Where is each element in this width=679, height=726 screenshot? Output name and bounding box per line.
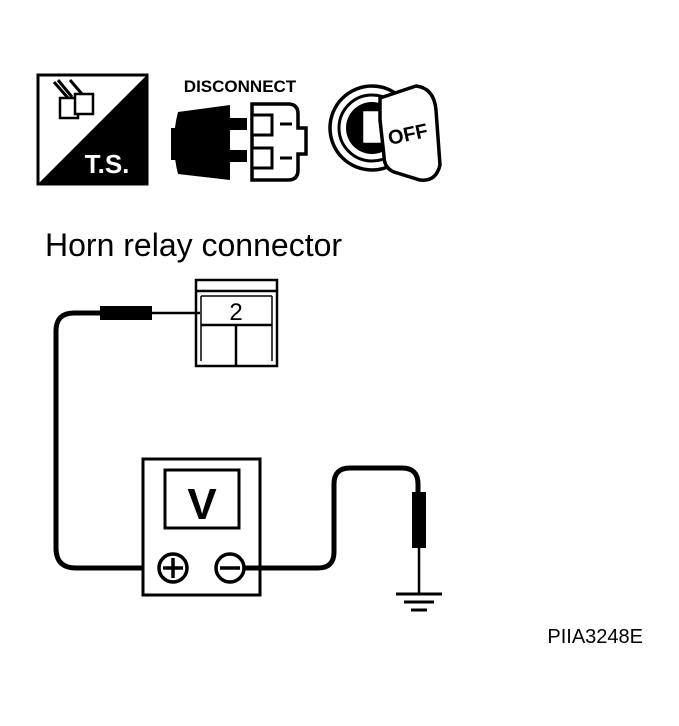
troubleshooting-icon: T.S.: [36, 73, 149, 186]
connector-pictogram-icon: [52, 79, 95, 120]
negative-test-lead: [244, 465, 426, 594]
disconnect-label: DISCONNECT: [184, 77, 297, 96]
ground-icon: [396, 592, 442, 612]
ts-label: T.S.: [85, 149, 130, 179]
connector-title: Horn relay connector: [45, 227, 342, 263]
positive-terminal-icon: [157, 552, 189, 584]
ignition-key-off-icon: OFF: [328, 84, 442, 182]
figure-id: PIIA3248E: [547, 626, 643, 648]
positive-test-lead: [53, 306, 200, 571]
horn-relay-connector: 2: [194, 278, 279, 368]
negative-terminal-icon: [214, 552, 246, 584]
disconnect-icon: DISCONNECT: [171, 77, 308, 182]
terminal-number: 2: [229, 299, 242, 326]
meter-symbol: V: [187, 480, 217, 529]
voltmeter: V: [141, 457, 262, 597]
